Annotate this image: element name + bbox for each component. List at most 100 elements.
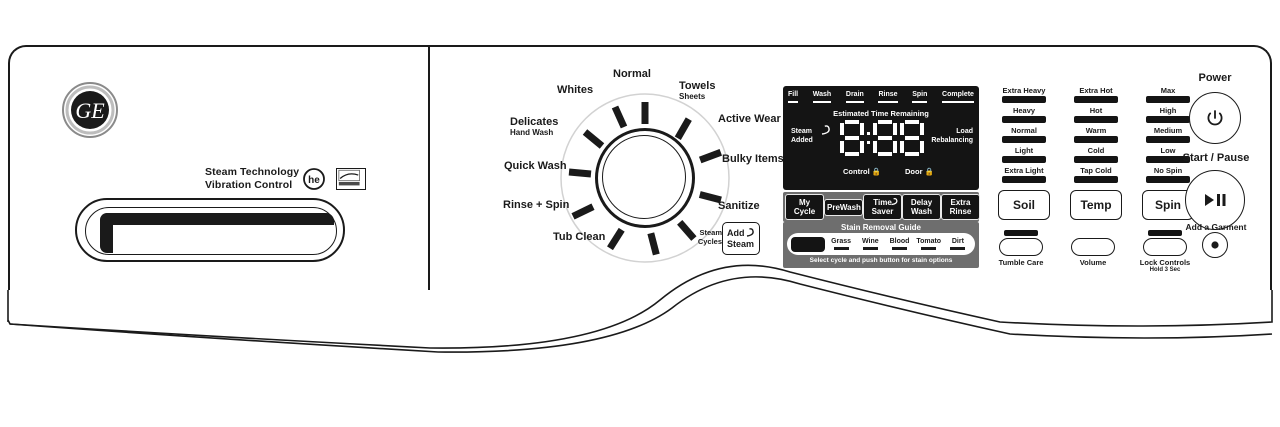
play-pause-icon: [1205, 194, 1226, 206]
dial-label-quick-wash: Quick Wash: [504, 160, 567, 172]
temp-level-cold[interactable]: Cold: [1067, 146, 1125, 163]
soil-button[interactable]: Soil: [998, 190, 1050, 220]
door-lock-indicator: Door 🔒: [905, 167, 934, 176]
soil-level-extra-heavy[interactable]: Extra Heavy: [995, 86, 1053, 103]
he-badge-icon: he: [303, 168, 327, 192]
start-pause-button[interactable]: [1185, 170, 1245, 230]
add-steam-button[interactable]: Add Steam: [722, 222, 760, 255]
temp-level-warm[interactable]: Warm: [1067, 126, 1125, 143]
my-cycle-button[interactable]: My Cycle: [785, 194, 824, 220]
tumble-care-label: Tumble Care: [998, 258, 1044, 267]
stain-grass[interactable]: Grass: [828, 238, 854, 250]
cycle-status-row: Fill Wash Drain Rinse Spin Complete: [788, 91, 974, 103]
spin-level-low[interactable]: Low: [1139, 146, 1197, 163]
extra-rinse-button[interactable]: Extra Rinse: [941, 194, 980, 220]
dial-label-rinse-spin: Rinse + Spin: [503, 199, 570, 211]
ge-logo: GE: [62, 82, 118, 138]
steam-cycles-label: Steam Cycles: [697, 228, 722, 246]
segment-digit-1: [840, 120, 864, 156]
stain-guide-title: Stain Removal Guide: [840, 223, 922, 232]
segment-colon: [867, 121, 870, 155]
spin-level-no-spin[interactable]: No Spin: [1139, 166, 1197, 183]
dot-icon: [1211, 241, 1219, 249]
dial-label-whites: Whites: [557, 84, 594, 96]
tumble-care-group: Tumble Care: [993, 230, 1049, 267]
start-pause-label: Start / Pause: [1182, 152, 1250, 164]
dial-knob[interactable]: [595, 128, 695, 228]
steam-swirl-icon-timesaver: [891, 198, 898, 206]
soil-level-extra-light[interactable]: Extra Light: [995, 166, 1053, 183]
power-button[interactable]: [1189, 92, 1241, 144]
dial-label-delicates: Delicates Hand Wash: [510, 116, 559, 137]
dial-label-tub-clean: Tub Clean: [553, 231, 606, 243]
dial-label-towels: Towels Sheets: [679, 80, 716, 101]
lock-controls-label: Lock Controls Hold 3 Sec: [1139, 258, 1191, 273]
feature-line-1: Steam Technology: [205, 166, 300, 178]
feature-line-2: Vibration Control: [205, 179, 293, 191]
temp-button[interactable]: Temp: [1070, 190, 1122, 220]
status-drain: Drain: [845, 91, 864, 103]
dispenser-drawer[interactable]: [75, 198, 345, 262]
drawer-grip: [100, 213, 334, 225]
lock-controls-button[interactable]: [1143, 238, 1187, 256]
soil-level-normal[interactable]: Normal: [995, 126, 1053, 143]
status-complete: Complete: [942, 91, 974, 103]
volume-group: Volume: [1065, 230, 1121, 267]
temp-column: Extra Hot Hot Warm Cold Tap Cold Temp: [1067, 86, 1125, 220]
stain-select-button[interactable]: [791, 236, 825, 252]
control-lock-indicator: Control 🔒: [843, 167, 882, 176]
lcd-display: Fill Wash Drain Rinse Spin Complete Esti…: [783, 86, 979, 190]
add-garment-label: Add a Garment: [1185, 222, 1247, 232]
lock-controls-led: [1148, 230, 1182, 236]
tumble-care-button[interactable]: [999, 238, 1043, 256]
dial-knob-inner-ring: [602, 135, 686, 219]
add-garment-button[interactable]: [1202, 232, 1228, 258]
volume-button[interactable]: [1071, 238, 1115, 256]
svg-text:GE: GE: [75, 98, 105, 123]
feature-text: Steam Technology Vibration Control: [205, 166, 299, 192]
spin-level-medium[interactable]: Medium: [1139, 126, 1197, 143]
tumble-care-led: [1004, 230, 1038, 236]
soil-level-light[interactable]: Light: [995, 146, 1053, 163]
status-fill: Fill: [788, 91, 799, 103]
status-wash: Wash: [812, 91, 832, 103]
stain-dirt[interactable]: Dirt: [945, 238, 971, 250]
stain-tomato[interactable]: Tomato: [916, 238, 942, 250]
stain-wine[interactable]: Wine: [857, 238, 883, 250]
power-icon: [1207, 110, 1223, 126]
temp-level-tap-cold[interactable]: Tap Cold: [1067, 166, 1125, 183]
status-spin: Spin: [912, 91, 928, 103]
steam-swirl-icon-lcd: [821, 125, 830, 135]
dial-label-normal: Normal: [613, 68, 651, 80]
stain-guide-row: Grass Wine Blood Tomato Dirt: [787, 233, 975, 255]
status-rinse: Rinse: [878, 91, 898, 103]
machine-body: [8, 45, 1272, 290]
spin-level-max[interactable]: Max: [1139, 86, 1197, 103]
cycle-selector-dial[interactable]: [555, 88, 735, 268]
dial-label-active-wear: Active Wear: [718, 113, 781, 125]
energy-star-badge-icon: [336, 168, 366, 190]
volume-label: Volume: [1079, 258, 1107, 267]
stain-blood[interactable]: Blood: [886, 238, 912, 250]
temp-level-hot[interactable]: Hot: [1067, 106, 1125, 123]
estimated-time-label: Estimated Time Remaining: [833, 109, 929, 118]
panel-divider: [428, 47, 430, 290]
soil-column: Extra Heavy Heavy Normal Light Extra Lig…: [995, 86, 1053, 220]
dial-ticks: [560, 93, 730, 263]
drawer-grip-side: [100, 213, 113, 253]
soil-level-heavy[interactable]: Heavy: [995, 106, 1053, 123]
dial-label-bulky-items: Bulky Items: [722, 153, 784, 165]
option-buttons-strip: My Cycle PreWash Time Saver Delay Wash E…: [783, 192, 980, 222]
seven-segment-time: [840, 120, 924, 156]
temp-level-extra-hot[interactable]: Extra Hot: [1067, 86, 1125, 103]
load-rebalancing-indicator: Load Rebalancing: [931, 128, 973, 144]
time-saver-button[interactable]: Time Saver: [863, 194, 902, 220]
stain-guide-footer: Select cycle and push button for stain o…: [809, 257, 953, 264]
dial-label-sanitize: Sanitize: [718, 200, 760, 212]
delay-wash-button[interactable]: Delay Wash: [902, 194, 941, 220]
control-lock-icon: 🔒: [871, 167, 882, 176]
steam-swirl-icon: [746, 228, 754, 237]
spin-level-high[interactable]: High: [1139, 106, 1197, 123]
prewash-button[interactable]: PreWash: [824, 198, 863, 216]
